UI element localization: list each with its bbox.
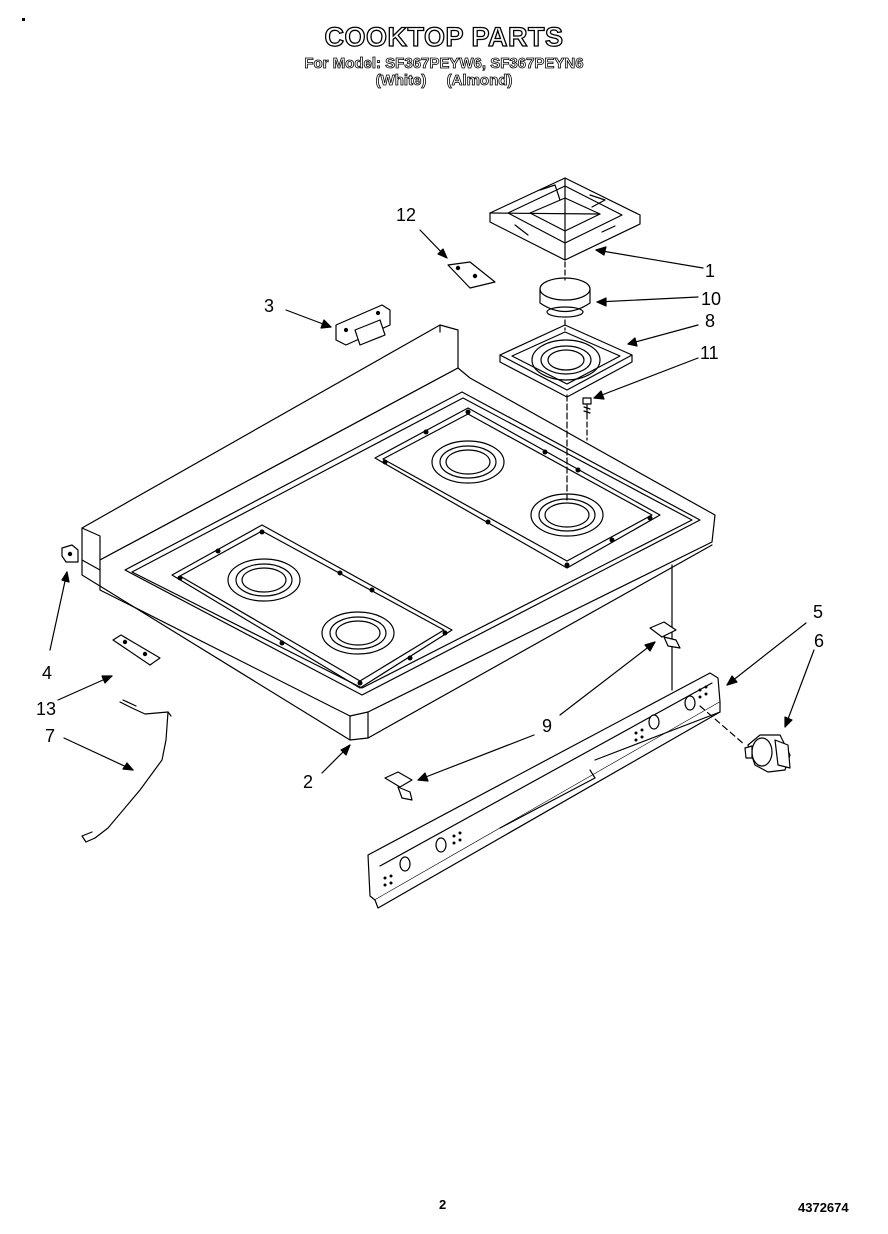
callout-13: 13 xyxy=(36,699,57,719)
page-number: 2 xyxy=(439,1197,447,1212)
variant-white: (White) xyxy=(375,72,427,90)
callout-4: 4 xyxy=(42,663,53,683)
callout-5: 5 xyxy=(813,602,824,622)
panel-clip-right xyxy=(649,621,681,649)
hinge-part xyxy=(61,544,79,563)
callout-6: 6 xyxy=(814,631,825,651)
callout-2: 2 xyxy=(303,772,314,792)
burner-cap xyxy=(539,277,591,318)
corner-mark xyxy=(22,18,25,21)
leader-lines xyxy=(49,229,815,782)
backsplash-bracket xyxy=(335,304,391,346)
burner-base-plate xyxy=(499,324,633,398)
callout-7: 7 xyxy=(45,726,56,746)
screw-part xyxy=(582,397,592,415)
control-knob xyxy=(744,734,791,773)
panel-clip-left xyxy=(384,771,413,801)
document-number: 4372674 xyxy=(798,1200,849,1215)
callout-9: 9 xyxy=(542,716,553,736)
variant-almond: (Almond) xyxy=(446,72,513,90)
control-panel xyxy=(367,672,721,909)
support-rod xyxy=(81,699,172,843)
color-variants: (White) (Almond) xyxy=(0,72,888,90)
model-line: For Model: SF367PEYW6, SF367PEYN6 xyxy=(304,55,584,73)
callout-11: 11 xyxy=(700,343,719,363)
callout-8: 8 xyxy=(705,311,716,331)
callout-10: 10 xyxy=(701,289,722,309)
cooktop-panel xyxy=(81,324,716,741)
callout-1: 1 xyxy=(705,261,716,281)
mounting-strip xyxy=(112,634,161,666)
page-title: COOKTOP PARTS xyxy=(324,21,564,52)
callout-3: 3 xyxy=(264,296,275,316)
model-info: For Model: SF367PEYW6, SF367PEYN6 (White… xyxy=(0,55,888,90)
retaining-clip-top xyxy=(447,261,496,289)
burner-grate xyxy=(489,177,641,261)
callout-12: 12 xyxy=(396,205,417,225)
